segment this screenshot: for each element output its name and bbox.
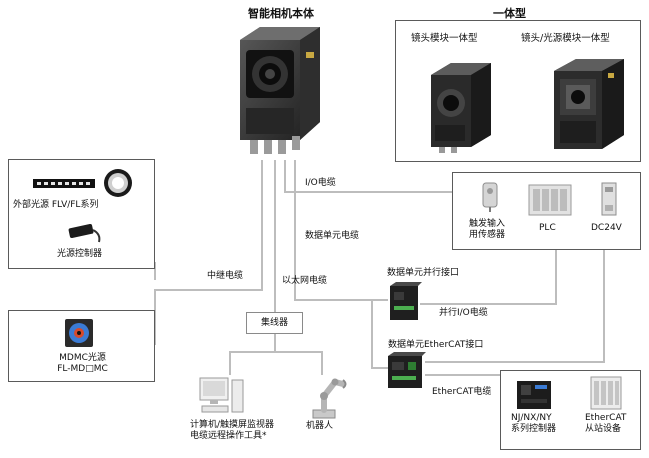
relay-cable-label: 中继电缆 [207, 271, 244, 281]
lens-module-camera-image [431, 63, 491, 153]
mdmc-label-line2: FL-MD□MC [57, 364, 108, 374]
ethercat-interface-label: 数据单元EtherCAT接口 [388, 340, 484, 350]
robot-label: 机器人 [306, 421, 334, 431]
nj-controller-image [517, 381, 551, 409]
robot-image [312, 378, 347, 419]
integrated-title: 一体型 [493, 7, 526, 20]
trigger-sensor-label-line2: 用传感器 [469, 230, 506, 240]
plc-label: PLC [539, 223, 556, 233]
camera-body-title: 智能相机本体 [248, 7, 314, 20]
hub-box: 集线器 [246, 312, 303, 334]
data-unit-cable-line [294, 160, 388, 301]
io-cable-line [284, 160, 452, 193]
computer-image [199, 377, 244, 413]
nj-controller-label-line1: NJ/NX/NY [511, 413, 552, 423]
parallel-io-cable-line [420, 247, 557, 305]
ethercat-cable-label: EtherCAT电缆 [432, 387, 492, 397]
ethernet-cable-label: 以太网电缆 [282, 276, 328, 286]
controller-box: NJ/NX/NY 系列控制器 EtherCAT 从站设备 [500, 370, 641, 450]
external-light-label: 外部光源 FLV/FL系列 [13, 200, 99, 210]
hub-to-robot-line [275, 351, 323, 375]
bar-light-image [33, 179, 95, 188]
data-unit-cable-branch-line [371, 300, 388, 369]
light-controller-label: 光源控制器 [57, 249, 103, 259]
ethercat-data-unit-image [388, 352, 426, 388]
lens-module-label: 镜头模块一体型 [411, 33, 478, 44]
pc-label-line2: 电缆远程操作工具* [190, 431, 267, 441]
lens-light-module-label: 镜头/光源模块一体型 [521, 33, 610, 44]
data-unit-cable-label: 数据单元电缆 [305, 231, 360, 241]
smart-camera-image [240, 27, 320, 154]
parallel-data-unit-image [390, 282, 422, 320]
nj-controller-label-line2: 系列控制器 [511, 424, 557, 434]
parallel-io-cable-label: 并行I/O电缆 [439, 308, 488, 318]
plc-image [528, 184, 572, 216]
io-cable-label: I/O电缆 [305, 178, 336, 188]
mdmc-label-line1: MDMC光源 [59, 353, 106, 363]
trigger-sensor-image [482, 182, 498, 212]
trigger-sensor-label-line1: 触发输入 [469, 219, 506, 229]
lens-light-module-camera-image [554, 59, 624, 149]
lighting-box: 外部光源 FLV/FL系列 光源控制器 [8, 159, 155, 269]
dc24v-label: DC24V [591, 223, 622, 233]
ethercat-slave-label-line2: 从站设备 [585, 424, 622, 434]
parallel-interface-label: 数据单元并行接口 [387, 268, 460, 278]
hub-to-pc-line [229, 333, 276, 375]
ethercat-slave-label-line1: EtherCAT [585, 413, 627, 423]
pc-label-line1: 计算机/触摸屏监视器 [190, 420, 275, 430]
integrated-models-box: 镜头模块一体型 镜头/光源模块一体型 [395, 20, 641, 162]
ethercat-slave-image [590, 376, 622, 410]
io-devices-box: 触发输入 用传感器 PLC DC24V [452, 172, 641, 250]
mdmc-light-box: MDMC光源 FL-MD□MC [8, 310, 155, 382]
relay-cable-line [154, 160, 263, 345]
mdmc-light-image [65, 319, 93, 347]
ethercat-to-io-box-line [425, 250, 605, 363]
light-controller-image [68, 223, 101, 243]
ring-light-image [104, 169, 132, 197]
hub-label: 集线器 [260, 318, 288, 328]
dc24v-power-image [601, 182, 617, 216]
